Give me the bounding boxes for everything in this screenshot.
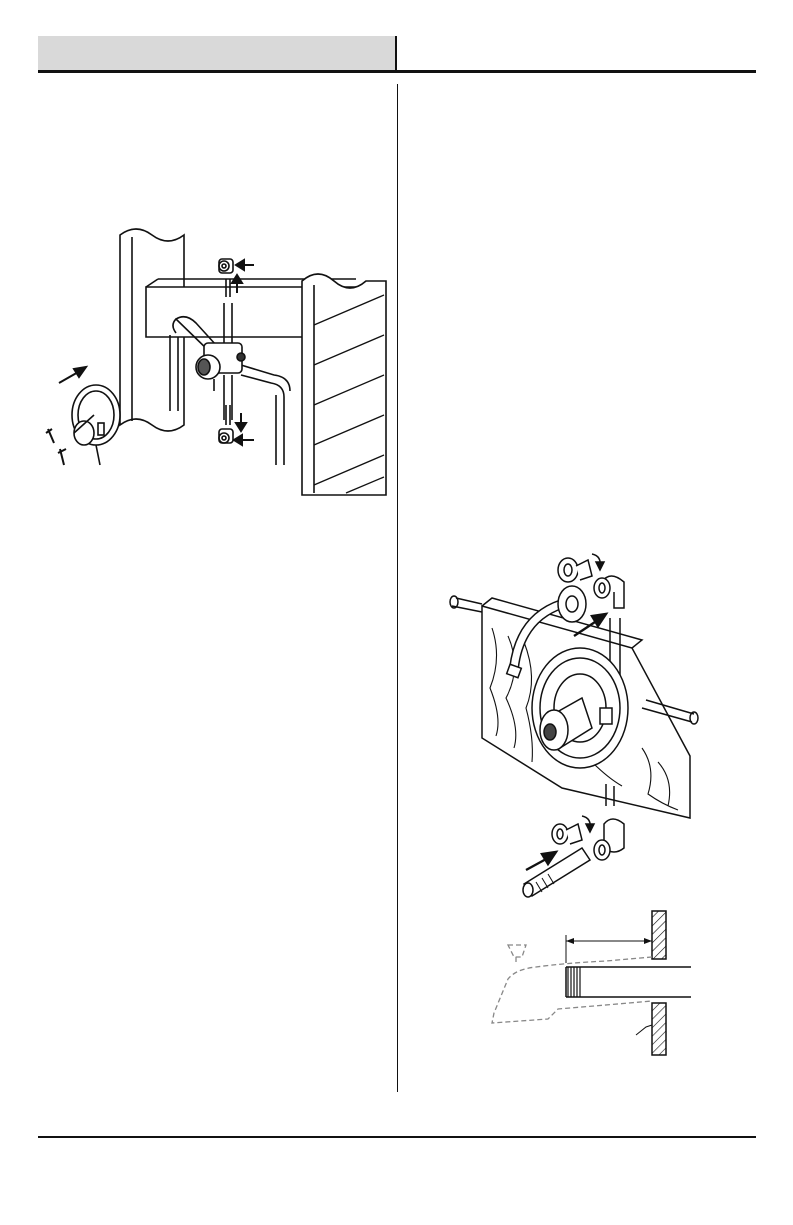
trim-assembly-illustration [442,548,712,898]
header-subsection-band [397,36,755,70]
header-rule [38,70,756,73]
column-divider [397,84,398,1092]
footer-rule [38,1136,756,1138]
measurement-diagram-icon [486,905,696,1065]
trim-assembly-icon [442,548,712,898]
valve-assembly-icon [36,215,396,500]
spout-measurement-illustration [486,905,696,1065]
valve-body-illustration [36,215,396,500]
header-section-band [38,36,396,70]
